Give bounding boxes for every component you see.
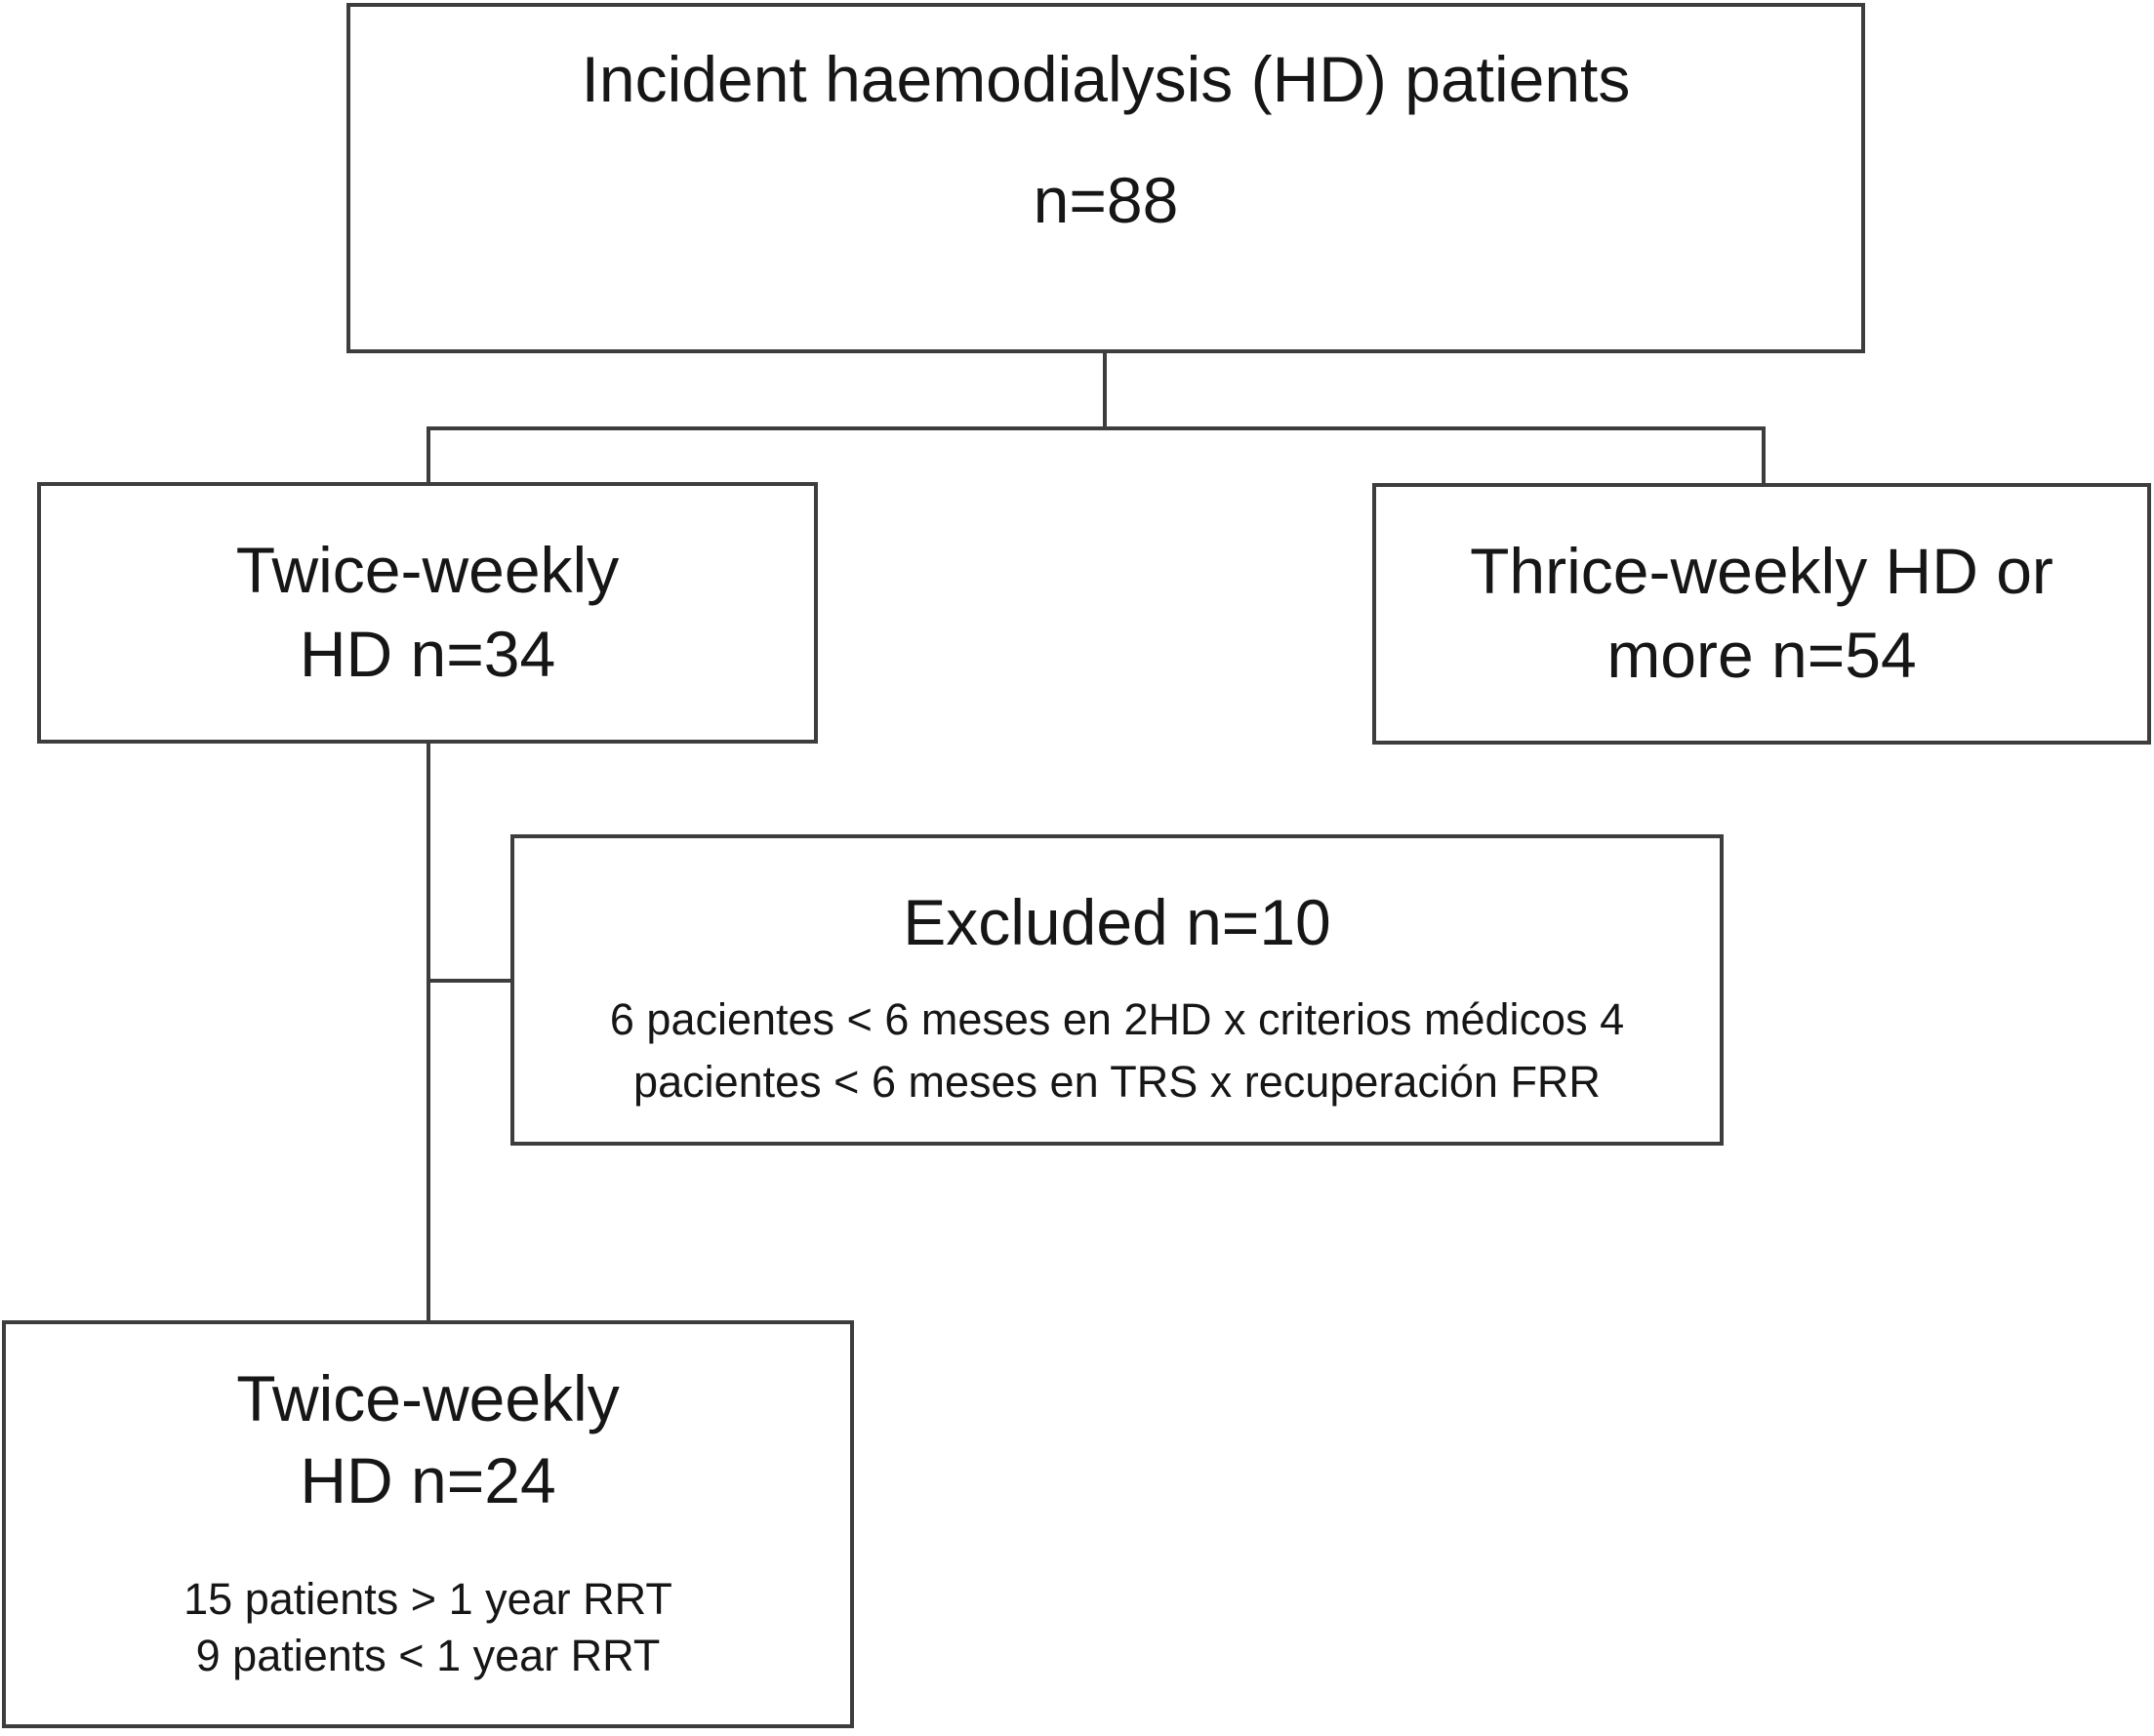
node-excluded-title: Excluded n=10 (903, 886, 1331, 958)
connector-left-branch-drop (427, 426, 430, 484)
node-final-detail-1: 15 patients > 1 year RRT (183, 1573, 672, 1624)
node-thrice-weekly-count: more n=54 (1606, 619, 1917, 691)
node-thrice-weekly-hd-54: Thrice-weekly HD or more n=54 (1372, 483, 2151, 745)
node-final-title: Twice-weekly (236, 1362, 620, 1434)
node-excluded-detail-2: pacientes < 6 meses en TRS x recuperació… (633, 1056, 1601, 1107)
connector-branch-horizontal (427, 426, 1766, 430)
node-excluded-detail-1: 6 pacientes < 6 meses en 2HD x criterios… (609, 993, 1625, 1044)
node-twice-weekly-hd-24: Twice-weekly HD n=24 15 patients > 1 yea… (2, 1320, 854, 1728)
connector-right-branch-drop (1762, 426, 1766, 485)
node-final-detail-2: 9 patients < 1 year RRT (195, 1630, 661, 1680)
connector-top-vertical (1103, 352, 1107, 428)
node-final-count: HD n=24 (300, 1444, 556, 1517)
node-twice-weekly-hd-34: Twice-weekly HD n=34 (37, 482, 818, 744)
connector-excluded-stub (427, 979, 514, 983)
node-thrice-weekly-title: Thrice-weekly HD or (1470, 535, 2053, 608)
node-incident-hd-patients: Incident haemodialysis (HD) patients n=8… (346, 3, 1865, 353)
connector-twice-weekly-to-final (427, 741, 430, 1322)
node-final-details: 15 patients > 1 year RRT 9 patients < 1 … (183, 1571, 672, 1683)
node-incident-count: n=88 (1033, 163, 1179, 236)
node-twice-weekly-count: HD n=34 (299, 618, 556, 690)
node-twice-weekly-title: Twice-weekly (235, 534, 620, 607)
node-excluded-10: Excluded n=10 6 pacientes < 6 meses en 2… (510, 834, 1724, 1146)
node-incident-title: Incident haemodialysis (HD) patients (581, 43, 1631, 115)
